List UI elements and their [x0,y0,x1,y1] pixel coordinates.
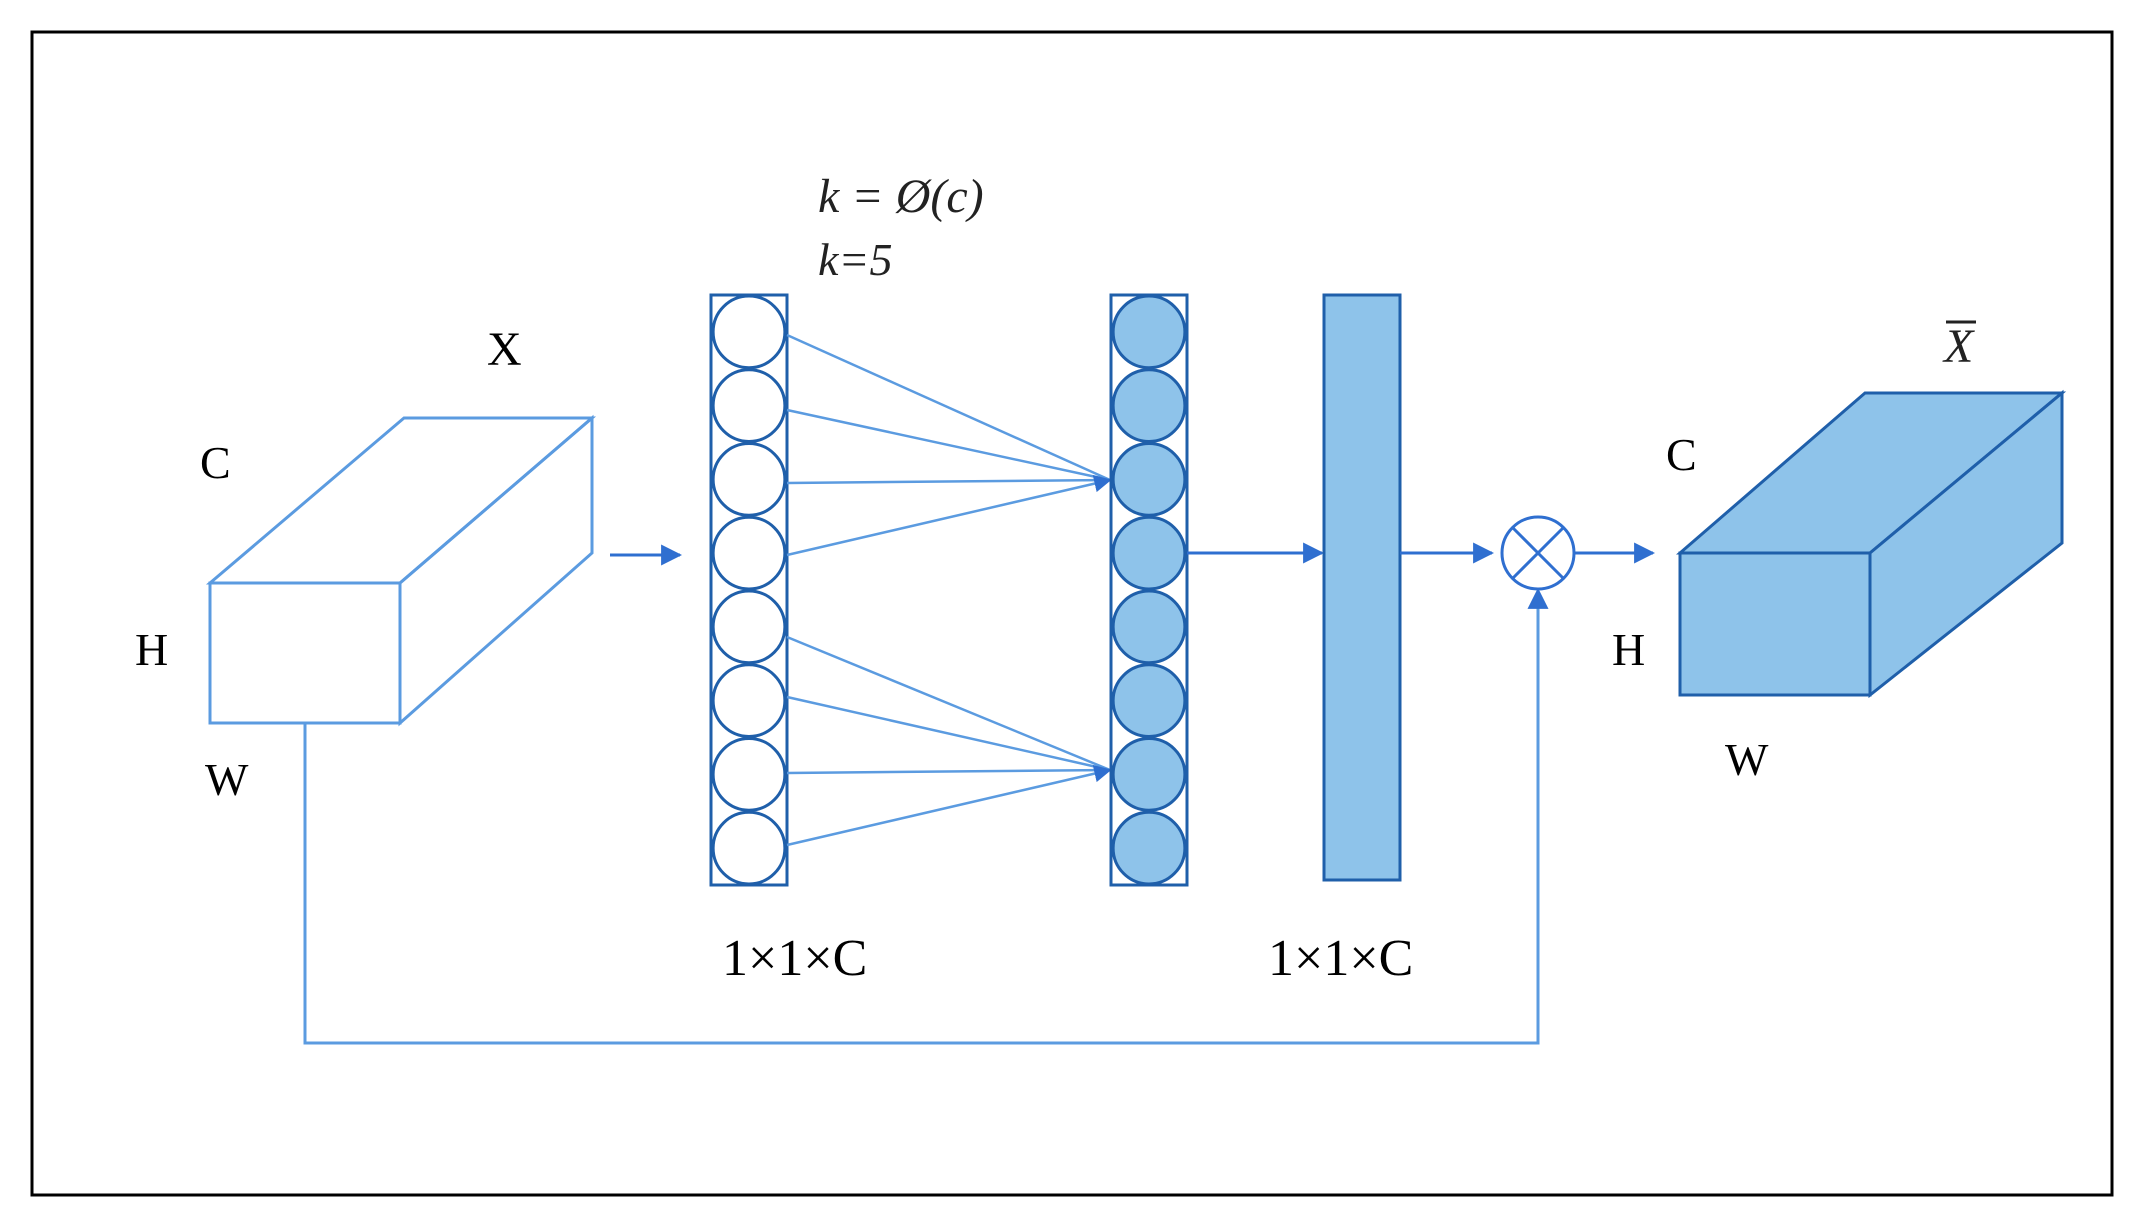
conv1d-connections [786,333,1112,847]
multiply-operator-icon [1500,515,1576,591]
pooled-column-unit [711,368,787,443]
pooled-column-unit [711,442,787,517]
input-label-c: C [200,437,231,488]
dim-label-right: 1×1×C [1268,930,1413,987]
output-label-c: C [1666,429,1697,480]
input-feature-block [205,414,597,727]
conv-output-column-unit [1111,294,1187,370]
input-label-x: X [487,323,522,376]
dim-label-left: 1×1×C [722,930,867,987]
conv-output-column-unit [1111,589,1187,665]
conv-output-column-unit [1111,737,1187,812]
conv-output-column-unit [1111,663,1187,738]
channel-weights-bar [1322,293,1402,882]
pooled-column-unit [711,294,787,370]
pooled-column-unit [711,737,787,812]
conv-output-column-unit [1111,442,1187,517]
pooled-column-unit [711,810,787,886]
conv-output-column [1109,293,1189,887]
formula-line2: k=5 [818,234,892,285]
formula-line1: k = Ø(c) [818,170,984,223]
diagram-frame [30,30,2114,1197]
conv-output-column-unit [1111,368,1187,443]
output-label-x: X [1942,320,1975,373]
conv-output-column-unit [1111,515,1187,591]
pooled-column [709,293,789,887]
conv-output-column-unit [1111,810,1187,886]
skip-connection [303,587,1549,1045]
pooled-column-unit [711,663,787,738]
input-label-h: H [135,624,168,675]
output-label-h: H [1612,624,1645,675]
input-label-w: W [205,754,249,805]
pooled-column-unit [711,515,787,591]
output-feature-block [1675,389,2067,699]
pooled-column-unit [711,589,787,665]
output-label-w: W [1725,734,1769,785]
